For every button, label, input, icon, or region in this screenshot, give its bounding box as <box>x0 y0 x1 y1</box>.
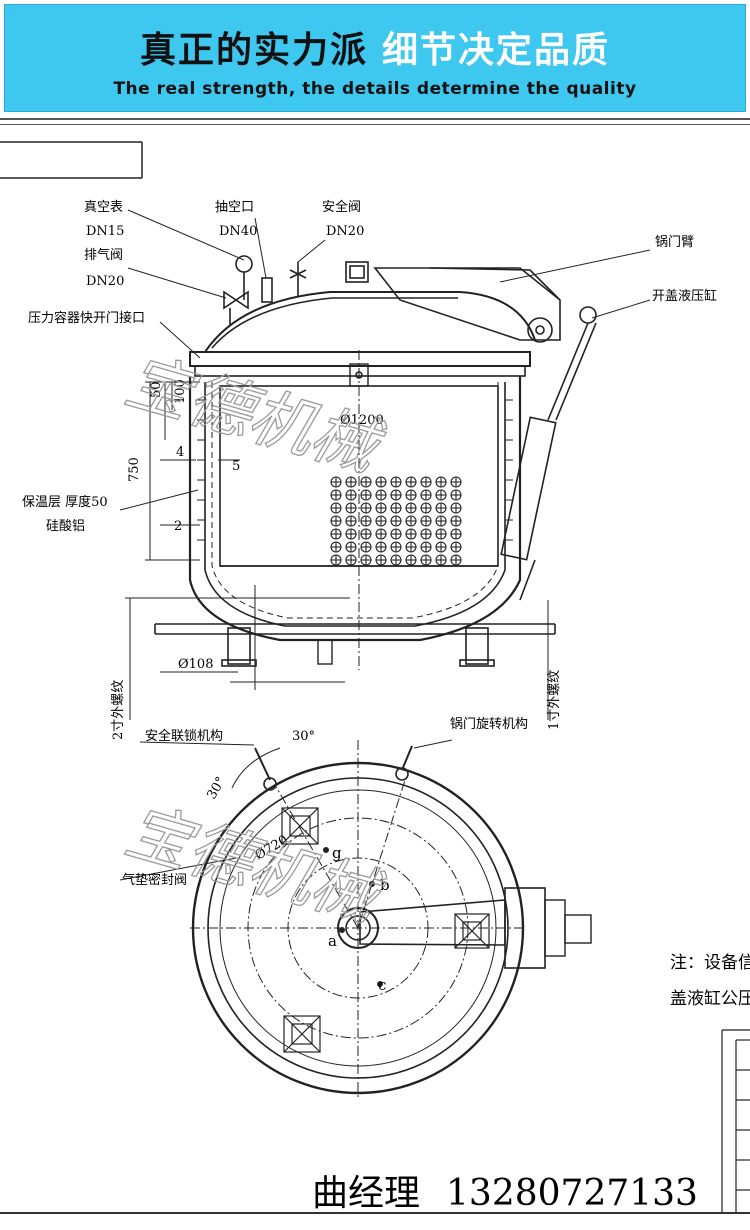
note-line-1: 注：设备信 <box>670 953 750 973</box>
vacuum-gauge-icon <box>235 255 253 273</box>
point-c: c <box>378 976 386 994</box>
banner-subtitle: The real strength, the details determine… <box>113 79 637 99</box>
label-thread-1in: 1寸外螺纹 <box>547 670 562 730</box>
point-g: g <box>332 844 342 862</box>
dia-1200: Ø1200 <box>340 413 384 428</box>
label-safety-interlock: 安全联锁机构 <box>145 728 223 744</box>
title-block-corner-bottom <box>721 1029 750 1212</box>
label-air-seal-valve: 气垫密封阀 <box>122 872 187 888</box>
label-quick-door: 压力容器快开门接口 <box>28 310 145 326</box>
suction-port-icon <box>261 277 273 303</box>
cylinder-pivot-icon <box>579 306 597 324</box>
label-insulation: 保温层 厚度50 <box>22 494 108 510</box>
label-safety-valve: 安全阀 <box>322 199 361 215</box>
lid-fittings <box>223 255 369 326</box>
divider-top <box>0 118 750 120</box>
divider-bottom <box>0 1212 750 1214</box>
vessel-side-view <box>154 291 556 670</box>
watermark-2: 宝德机械 <box>118 794 392 938</box>
label-insulation-material: 硅酸铝 <box>46 519 85 534</box>
label-vacuum-gauge-dn: DN15 <box>86 224 124 239</box>
diffuser-square-1 <box>281 807 319 845</box>
label-suction-port-dn: DN40 <box>219 224 257 239</box>
point-b: b <box>380 876 390 894</box>
contact-info: 曲经理 13280727133 <box>312 1164 724 1216</box>
header-banner: 真正的实力派细节决定品质 The real strength, the deta… <box>4 4 746 112</box>
top-view-leader-lines <box>119 739 453 881</box>
point-a: a <box>328 932 337 950</box>
label-thread-2in: 2寸外螺纹 <box>111 680 126 740</box>
title-block-corner <box>0 141 143 179</box>
label-vacuum-gauge: 真空表 <box>84 200 123 215</box>
dim-5: 5 <box>232 459 240 474</box>
diffuser-square-2 <box>454 913 490 949</box>
exhaust-valve-icon <box>223 290 238 310</box>
diffuser-square-3 <box>283 1015 321 1053</box>
dim-50: 50 <box>149 381 164 398</box>
dia-108: Ø108 <box>178 657 213 672</box>
label-safety-valve-dn: DN20 <box>326 224 364 239</box>
contact-phone: 13280727133 <box>446 1173 698 1214</box>
label-lid-cylinder: 开盖液压缸 <box>652 288 717 304</box>
contact-name: 曲经理 <box>312 1173 421 1214</box>
label-suction-port: 抽空口 <box>215 200 254 215</box>
dim-2: 2 <box>174 519 182 534</box>
angle-30-b: 30° <box>204 775 229 802</box>
side-view-labels: 真空表 DN15 排气阀 DN20 抽空口 DN40 安全阀 DN20 锅门臂 … <box>22 199 717 740</box>
dimension-lines-left <box>125 381 549 720</box>
label-door-rotation: 锅门旋转机构 <box>450 716 528 732</box>
dim-100: 100 <box>173 379 188 404</box>
divider-top-thin <box>0 124 750 125</box>
note-line-2: 盖液缸公压 <box>670 988 750 1009</box>
angle-30-a: 30° <box>292 729 315 744</box>
door-arm-assembly <box>373 267 597 601</box>
banner-title-part2: 细节决定品质 <box>382 30 611 71</box>
dim-4: 4 <box>176 445 184 460</box>
dim-750: 750 <box>127 457 142 482</box>
leader-lines <box>119 209 651 511</box>
vessel-top-view <box>190 740 592 1100</box>
basket-perforation-pattern <box>330 476 462 566</box>
label-exhaust-valve: 排气阀 <box>84 247 123 263</box>
label-door-arm: 锅门臂 <box>655 234 694 250</box>
banner-title: 真正的实力派细节决定品质 <box>5 21 745 73</box>
label-exhaust-valve-dn: DN20 <box>86 274 124 289</box>
banner-title-part1: 真正的实力派 <box>139 30 368 71</box>
